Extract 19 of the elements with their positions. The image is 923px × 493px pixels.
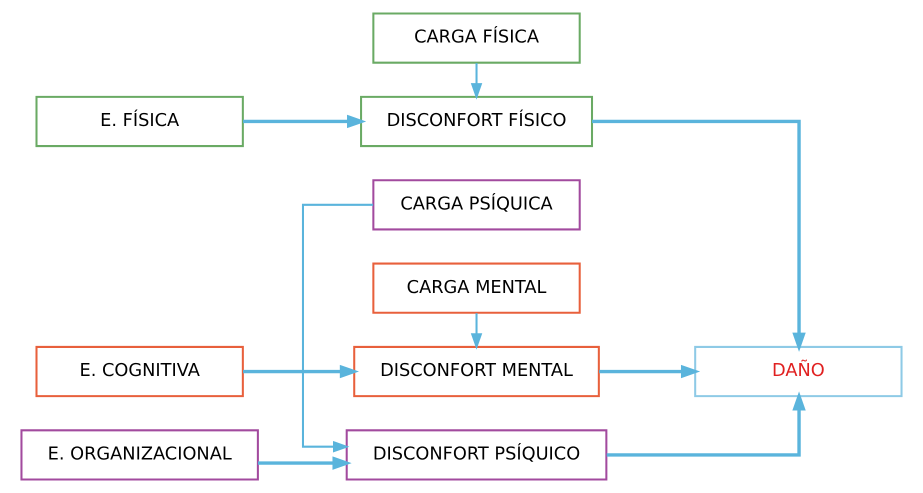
arrow xyxy=(592,120,806,352)
node-box: CARGA FÍSICA xyxy=(372,12,581,64)
node-box: E. FÍSICA xyxy=(35,96,244,148)
arrow xyxy=(243,364,359,378)
arrow xyxy=(470,313,482,350)
node-box: E. COGNITIVA xyxy=(35,346,244,398)
arrow xyxy=(599,364,700,378)
arrow xyxy=(258,456,352,470)
arrow xyxy=(302,204,374,452)
node-box: DISCONFORT PSÍQUICO xyxy=(346,429,608,481)
node-box: DISCONFORT MENTAL xyxy=(353,346,600,398)
arrow xyxy=(470,63,482,100)
node-box: DAÑO xyxy=(694,346,903,398)
node-box: CARGA PSÍQUICA xyxy=(372,179,581,230)
arrow xyxy=(243,114,366,128)
node-box: E. ORGANIZACIONAL xyxy=(20,429,259,481)
node-box: DISCONFORT FÍSICO xyxy=(360,96,594,148)
arrow xyxy=(606,391,806,457)
node-box: CARGA MENTAL xyxy=(372,262,581,314)
